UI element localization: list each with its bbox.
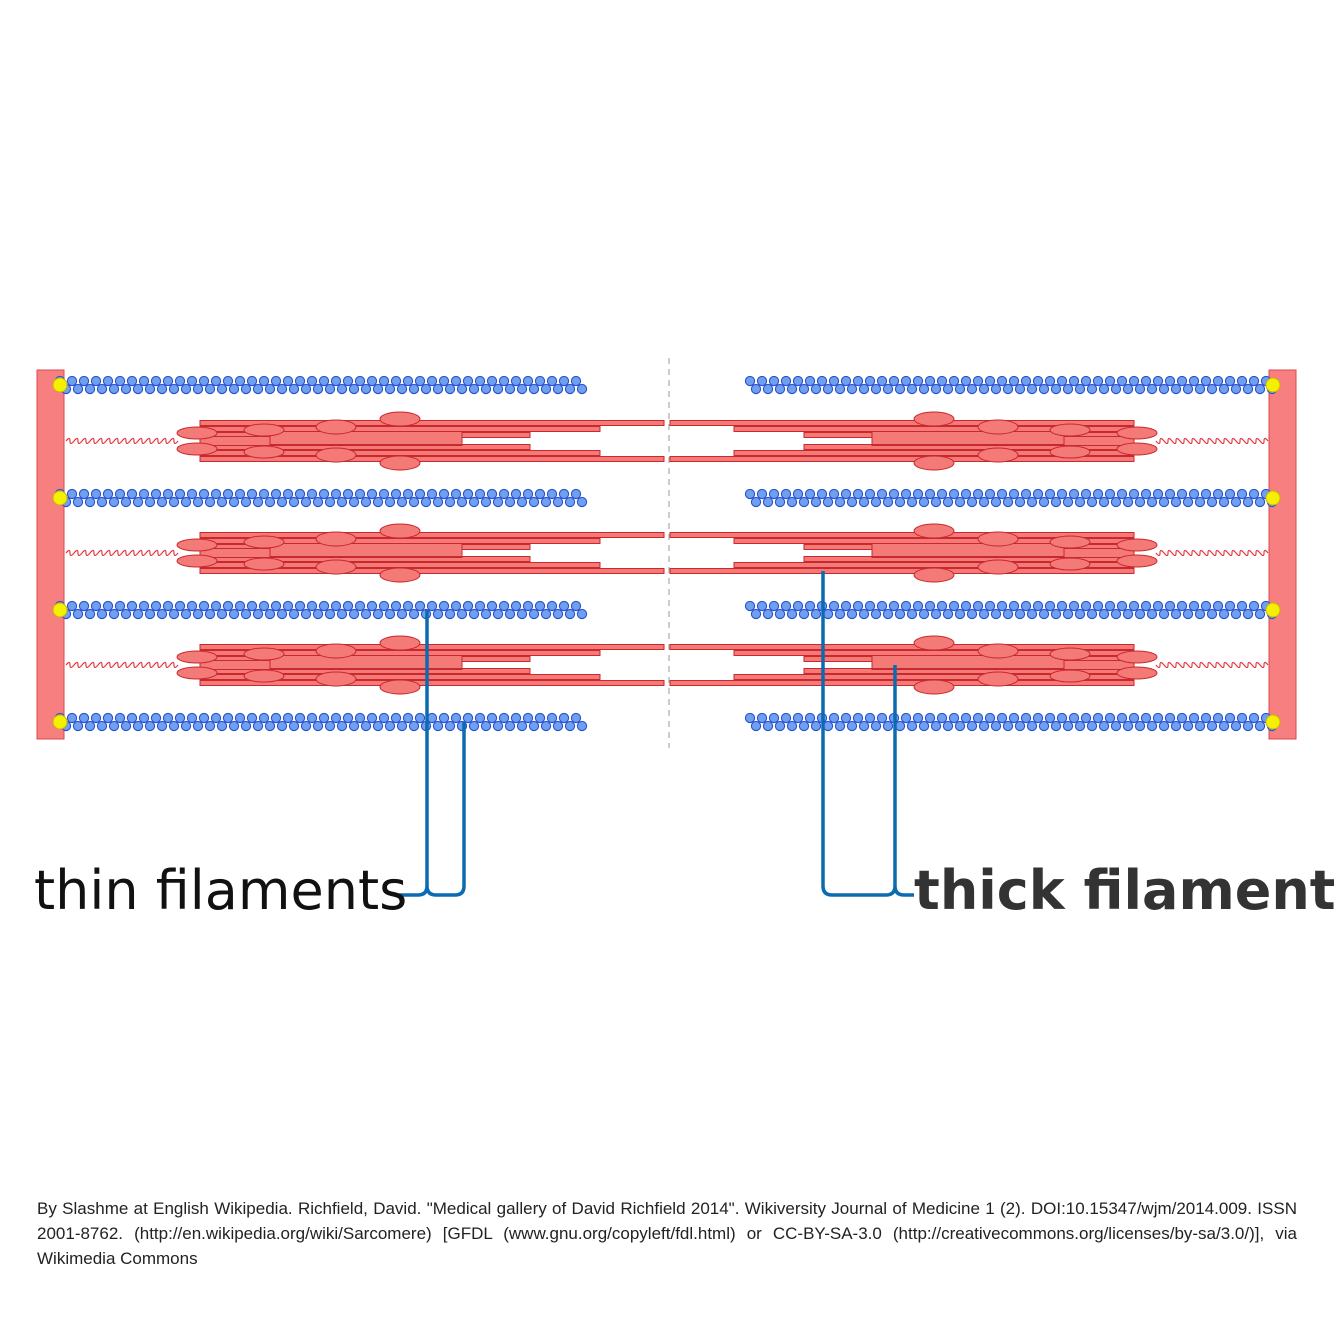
thin-filament-right-4: [744, 712, 1278, 732]
thin-filaments-group: [54, 375, 1278, 732]
thick-filament-left-3: [176, 635, 665, 695]
actin-anchors: [52, 377, 1281, 730]
anchor-left-3: [52, 602, 68, 618]
thin-filaments-label: thin filaments: [34, 859, 408, 922]
thick-filament-right-1: [669, 411, 1158, 471]
thick-filaments-label: thick filaments: [914, 859, 1334, 922]
anchor-left-2: [52, 490, 68, 506]
thick-filaments-group: [176, 411, 1158, 695]
thin-filament-left-2: [54, 488, 588, 508]
z-discs: [36, 369, 1297, 740]
anchor-right-2: [1265, 490, 1281, 506]
thick-filament-left-2: [176, 523, 665, 583]
thin-filament-right-1: [744, 375, 1278, 395]
thin-filament-left-4: [54, 712, 588, 732]
thin-leader-line: [399, 610, 466, 897]
titin-left-1: [65, 437, 179, 445]
attribution-caption: By Slashme at English Wikipedia. Richfie…: [37, 1199, 1297, 1268]
z-disc-right: [1268, 369, 1297, 740]
anchor-right-4: [1265, 714, 1281, 730]
label-leader-lines: [399, 571, 914, 897]
thin-filament-left-3: [54, 600, 588, 620]
thick-filament-right-2: [669, 523, 1158, 583]
thin-filament-right-2: [744, 488, 1278, 508]
titin-left-3: [65, 661, 179, 669]
thick-filament-right-3: [669, 635, 1158, 695]
anchor-left-1: [52, 377, 68, 393]
thick-leader-line: [821, 571, 914, 897]
titin-left-2: [65, 549, 179, 557]
titin-right-2: [1155, 549, 1269, 557]
titin-springs: [65, 437, 1269, 669]
titin-right-1: [1155, 437, 1269, 445]
titin-right-3: [1155, 661, 1269, 669]
anchor-left-4: [52, 714, 68, 730]
thick-filament-left-1: [176, 411, 665, 471]
thin-filament-left-1: [54, 375, 588, 395]
thin-filament-right-3: [744, 600, 1278, 620]
z-disc-left: [36, 369, 65, 740]
anchor-right-3: [1265, 602, 1281, 618]
anchor-right-1: [1265, 377, 1281, 393]
